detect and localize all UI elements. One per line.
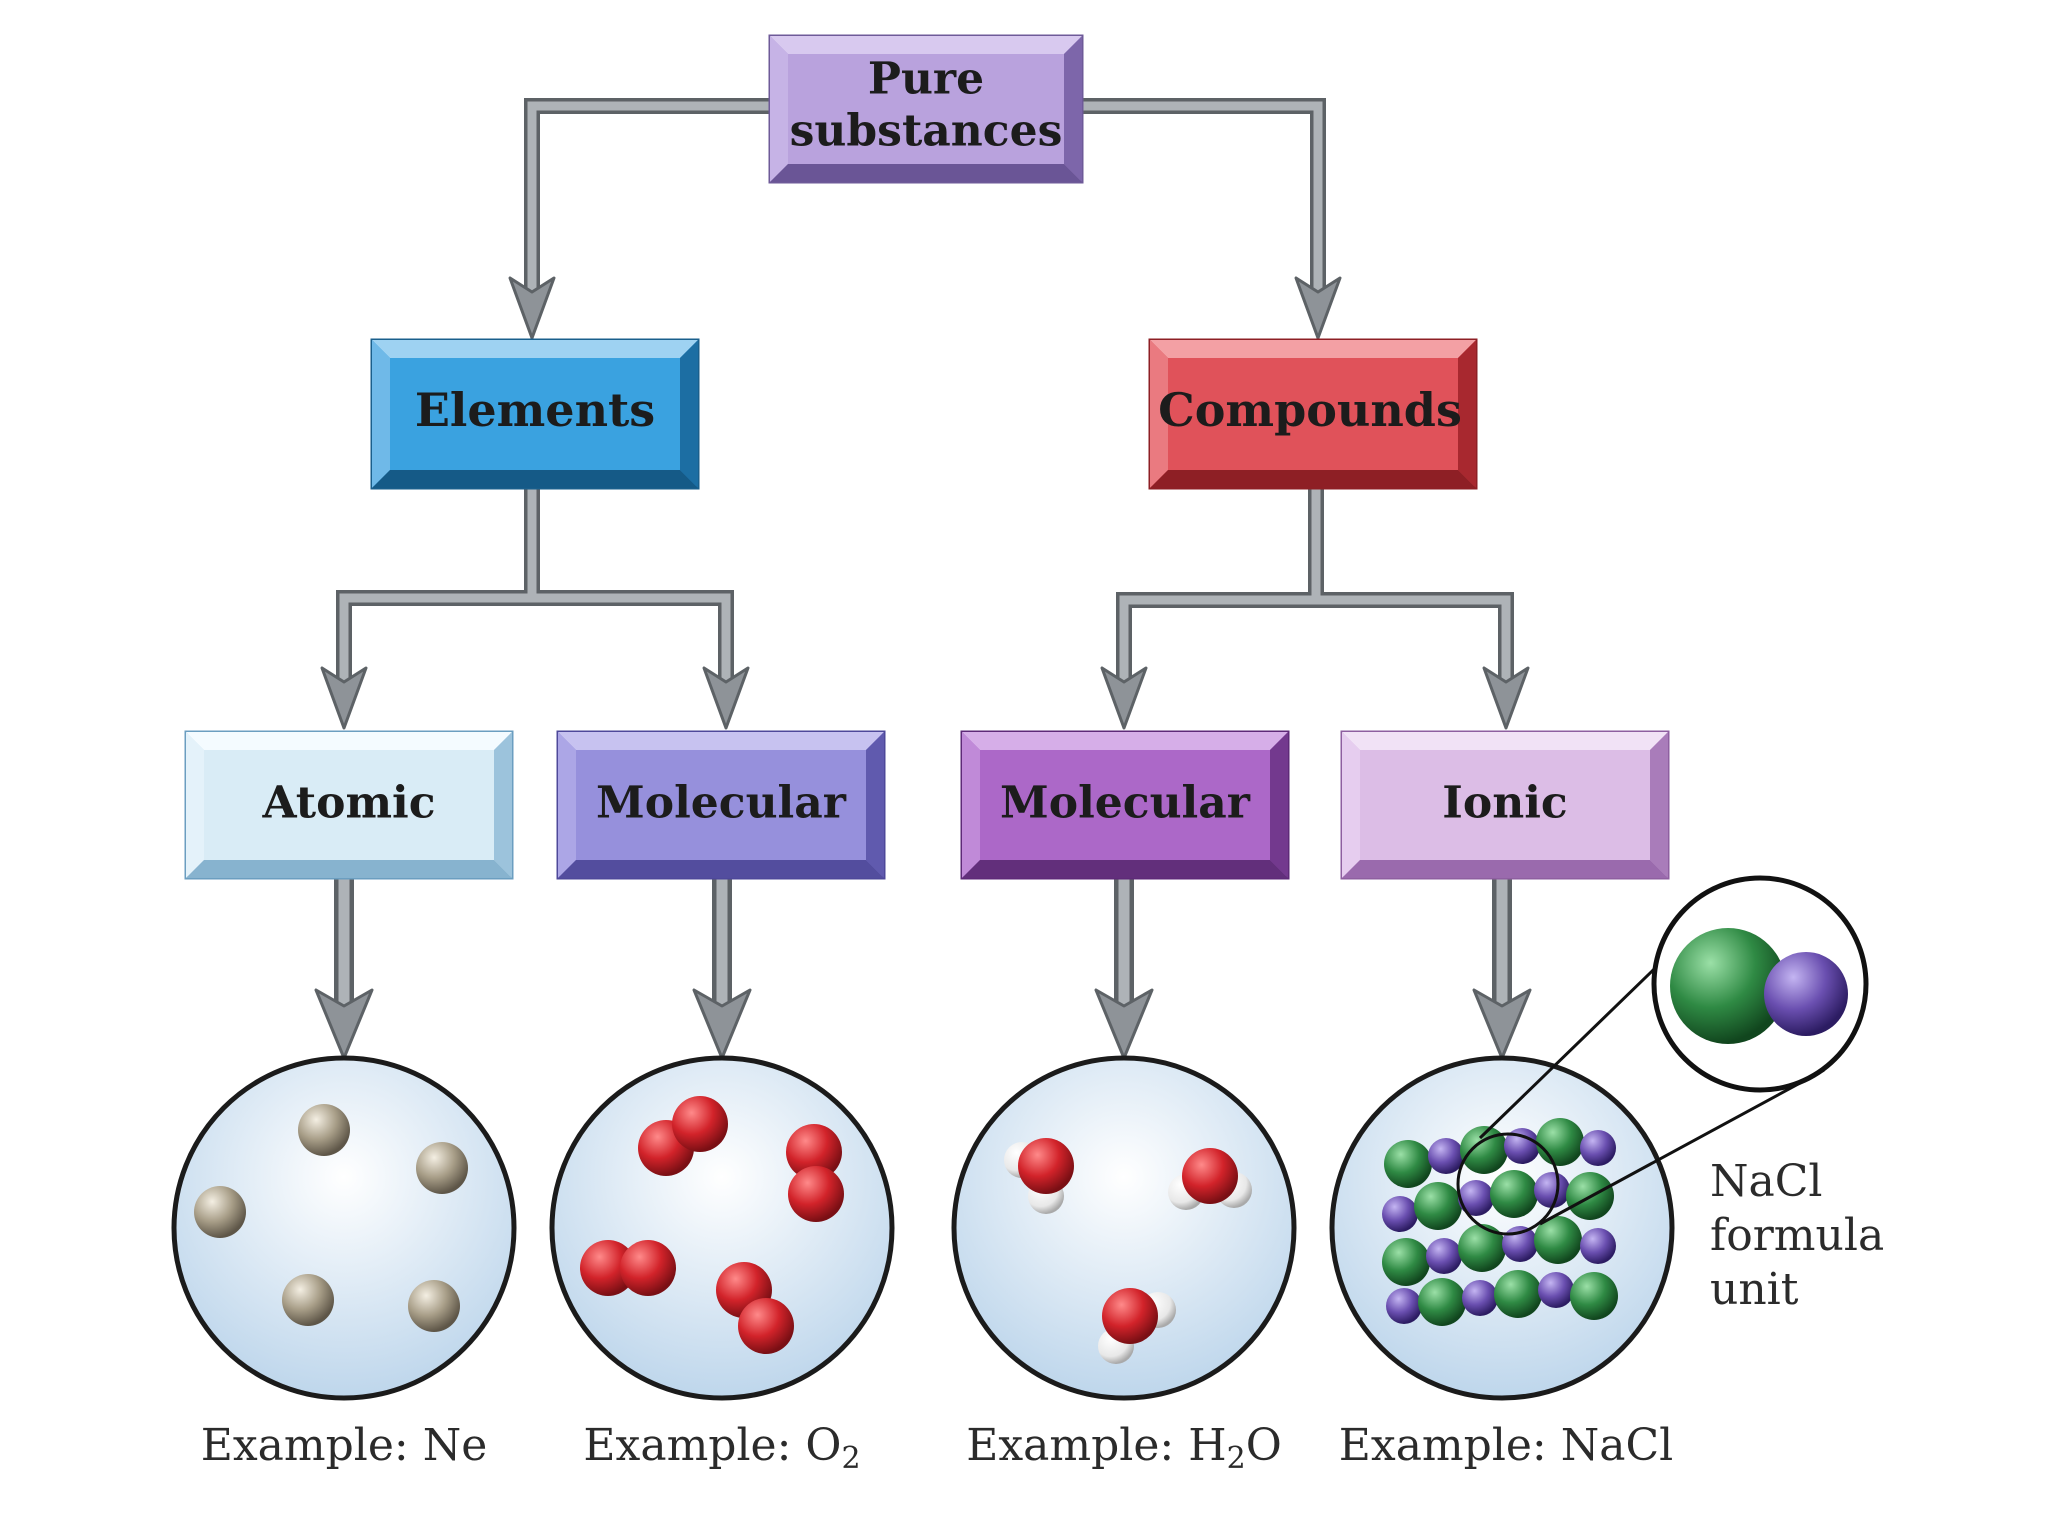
example-oxygen-main: O: [805, 1420, 841, 1471]
molecular-compounds-label: Molecular: [1000, 778, 1251, 829]
arrowhead: [508, 276, 556, 340]
callout-line2: formula: [1710, 1210, 1884, 1261]
arrowhead: [314, 988, 374, 1060]
molecular-elements-label: Molecular: [596, 778, 847, 829]
example-water-sub: 2: [1227, 1441, 1246, 1476]
h2o-molecule: [1098, 1288, 1176, 1364]
o2-molecule: [786, 1124, 844, 1222]
box-molecular-elements: Molecular: [556, 730, 886, 880]
box-molecular-compounds: Molecular: [960, 730, 1290, 880]
pure-label-line2: substances: [790, 106, 1063, 157]
box-ionic: Ionic: [1340, 730, 1670, 880]
example-water-main: H: [1188, 1420, 1226, 1471]
highlight-ring: [1456, 1132, 1560, 1236]
example-water: Example: H2O: [966, 1420, 1282, 1477]
connector-atomic-to-circle: [314, 878, 374, 1060]
example-oxygen-prefix: Example:: [583, 1420, 805, 1471]
neon-atom: [416, 1142, 468, 1194]
neon-atom: [282, 1274, 334, 1326]
compounds-label: Compounds: [1158, 383, 1462, 437]
example-neon-prefix: Example:: [201, 1420, 423, 1471]
arrowhead: [1472, 988, 1532, 1060]
ionic-label: Ionic: [1442, 778, 1567, 829]
example-oxygen: Example: O2: [583, 1420, 860, 1477]
o2-molecule: [638, 1096, 728, 1176]
connector-pure-to-compounds: [1082, 98, 1342, 340]
connector-molecular-co-to-circle: [1094, 878, 1154, 1060]
box-atomic: Atomic: [184, 730, 514, 880]
example-neon-formula: Ne: [423, 1420, 488, 1471]
o2-molecule: [580, 1240, 676, 1296]
callout-line3: unit: [1710, 1264, 1799, 1315]
callout-line1: NaCl: [1710, 1156, 1822, 1207]
neon-atom: [298, 1104, 350, 1156]
o2-molecule: [716, 1262, 794, 1354]
box-compounds: Compounds: [1148, 338, 1478, 490]
atomic-label: Atomic: [261, 778, 435, 829]
circle-neon: [171, 1055, 517, 1401]
example-nacl: Example: NaCl: [1339, 1420, 1673, 1471]
circle-oxygen: [549, 1055, 895, 1401]
h2o-molecule: [1004, 1138, 1074, 1214]
arrowhead: [1482, 666, 1530, 730]
circle-water: [951, 1055, 1297, 1401]
pure-label-line1: Pure: [868, 54, 984, 105]
connector-ionic-to-circle: [1472, 878, 1532, 1060]
example-oxygen-sub: 2: [841, 1441, 860, 1476]
example-nacl-prefix: Example:: [1339, 1420, 1561, 1471]
example-neon: Example: Ne: [201, 1420, 488, 1471]
example-water-prefix: Example:: [966, 1420, 1188, 1471]
sodium-ion: [1764, 952, 1848, 1036]
connector-compounds-branch: [1100, 488, 1530, 730]
connector-pure-to-elements: [508, 98, 770, 340]
example-water-rest: O: [1246, 1420, 1282, 1471]
chloride-ion: [1670, 928, 1786, 1044]
arrowhead: [702, 666, 750, 730]
arrowhead: [1094, 988, 1154, 1060]
box-pure-substances: Pure substances: [768, 34, 1084, 184]
box-elements: Elements: [370, 338, 700, 490]
example-nacl-formula: NaCl: [1561, 1420, 1673, 1471]
arrowhead: [1294, 276, 1342, 340]
circle-nacl: [1329, 1055, 1675, 1401]
arrowhead: [1100, 666, 1148, 730]
arrowhead: [320, 666, 368, 730]
connector-elements-branch: [320, 488, 750, 730]
connectors: [314, 98, 1532, 1060]
formula-unit-callout: NaCl formula unit: [1478, 875, 1884, 1315]
neon-atom: [194, 1186, 246, 1238]
elements-label: Elements: [415, 383, 655, 437]
connector-molecular-el-to-circle: [692, 878, 752, 1060]
neon-atom: [408, 1280, 460, 1332]
h2o-molecule: [1168, 1148, 1252, 1210]
arrowhead: [692, 988, 752, 1060]
